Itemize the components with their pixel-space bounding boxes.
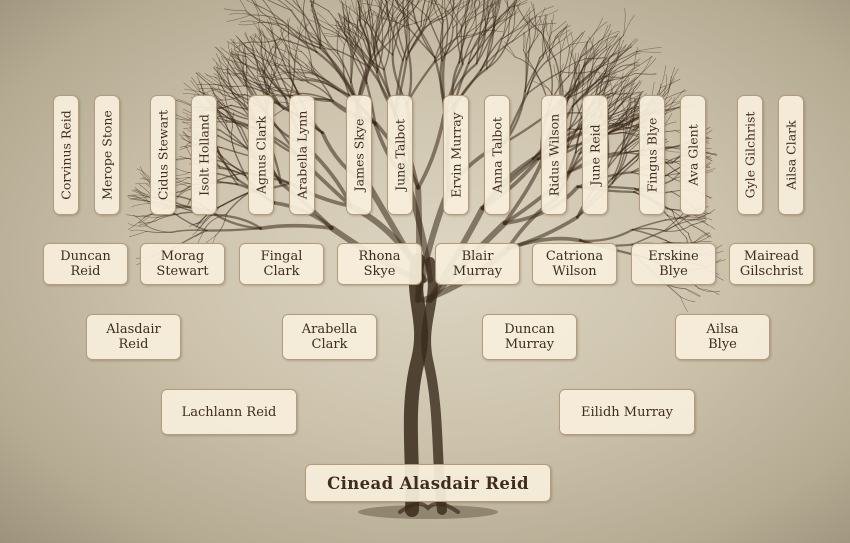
ancestor-name: Anna Talbot: [489, 117, 505, 193]
ancestor-name: Isolt Holland: [196, 114, 212, 196]
first-name: Alasdair: [106, 322, 161, 337]
first-name: Mairead: [743, 249, 800, 264]
ancestor-name: Fingus Blye: [644, 117, 660, 193]
ancestor-box-gen5[interactable]: Arabella Lynn: [289, 95, 315, 215]
last-name: Stewart: [156, 264, 209, 279]
parent-box-mother[interactable]: Eilidh Murray: [559, 389, 695, 435]
last-name: Wilson: [552, 264, 597, 279]
ancestor-box-gen5[interactable]: Isolt Holland: [191, 95, 217, 215]
ancestor-box-gen5[interactable]: Anna Talbot: [484, 95, 510, 215]
last-name: Clark: [311, 337, 348, 352]
ancestor-box-gen5[interactable]: Merope Stone: [94, 95, 120, 215]
first-name: Catriona: [545, 249, 604, 264]
last-name: Blye: [659, 264, 688, 279]
ancestor-name: Gyle Gilchrist: [742, 111, 758, 199]
first-name: Rhona: [358, 249, 401, 264]
parent-name: Eilidh Murray: [581, 404, 673, 420]
last-name: Reid: [70, 264, 101, 279]
ancestor-name: Corvinus Reid: [58, 110, 74, 200]
ancestor-box-gen5[interactable]: Corvinus Reid: [53, 95, 79, 215]
parent-name: Lachlann Reid: [181, 404, 277, 420]
ancestor-name: Ervin Murray: [448, 112, 464, 198]
first-name: Ailsa: [706, 322, 739, 337]
ancestor-box-gen5[interactable]: Ava Glent: [680, 95, 706, 215]
ancestor-box-gen5[interactable]: Cidus Stewart: [150, 95, 176, 215]
last-name: Reid: [118, 337, 149, 352]
ancestor-name: Agnus Clark: [253, 115, 269, 195]
ancestor-name: Ava Glent: [685, 124, 701, 186]
root-person-name: Cinead Alasdair Reid: [327, 473, 529, 493]
ancestor-name: Ailsa Clark: [783, 120, 799, 190]
last-name: Murray: [452, 264, 503, 279]
ancestor-name: Cidus Stewart: [155, 109, 171, 201]
ancestor-box-gen5[interactable]: June Talbot: [387, 95, 413, 215]
last-name: Gilschrist: [739, 264, 804, 279]
first-name: Duncan: [504, 322, 555, 337]
first-name: Blair: [461, 249, 494, 264]
first-name: Erskine: [648, 249, 699, 264]
ancestor-box-gen5[interactable]: James Skye: [346, 95, 372, 215]
ancestor-name: June Talbot: [392, 119, 408, 191]
ancestor-box-gen5[interactable]: Ailsa Clark: [778, 95, 804, 215]
ancestor-name: James Skye: [351, 118, 367, 192]
ancestor-box-gen5[interactable]: Ridus Wilson: [541, 95, 567, 215]
first-name: Morag: [160, 249, 205, 264]
ancestor-box-gen5[interactable]: Fingus Blye: [639, 95, 665, 215]
ancestor-box-gen5[interactable]: Gyle Gilchrist: [737, 95, 763, 215]
first-name: Duncan: [60, 249, 111, 264]
ancestor-box-gen5[interactable]: Ervin Murray: [443, 95, 469, 215]
first-name: Arabella: [301, 322, 358, 337]
ancestor-box-gen5[interactable]: Agnus Clark: [248, 95, 274, 215]
last-name: Blye: [708, 337, 737, 352]
ancestor-name: Merope Stone: [99, 110, 115, 200]
first-name: Fingal: [260, 249, 303, 264]
parent-box-father[interactable]: Lachlann Reid: [161, 389, 297, 435]
ancestor-box-gen5[interactable]: June Reid: [582, 95, 608, 215]
last-name: Skye: [363, 264, 396, 279]
ancestor-name: Ridus Wilson: [546, 113, 562, 197]
last-name: Murray: [504, 337, 555, 352]
ancestor-name: Arabella Lynn: [294, 110, 310, 200]
root-person-box[interactable]: Cinead Alasdair Reid: [305, 464, 551, 502]
ancestor-name: June Reid: [587, 124, 603, 186]
last-name: Clark: [263, 264, 300, 279]
